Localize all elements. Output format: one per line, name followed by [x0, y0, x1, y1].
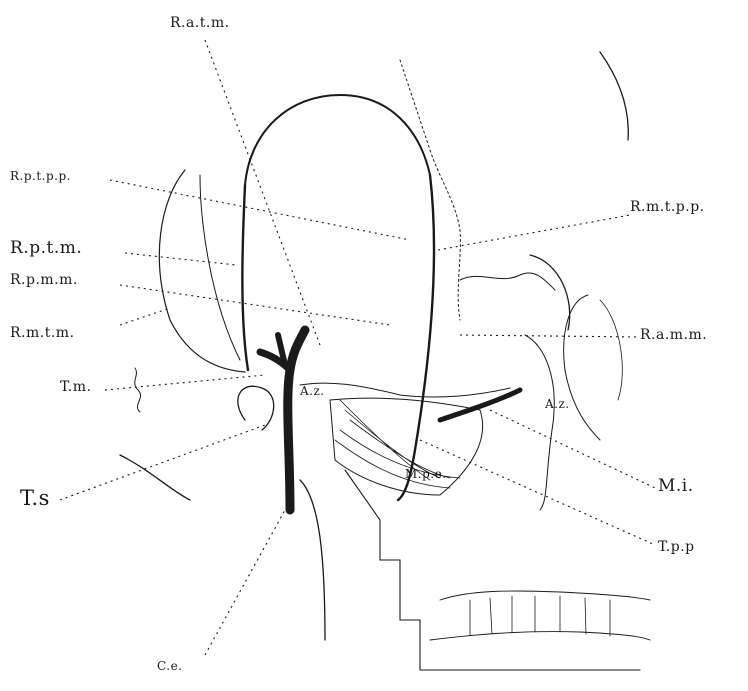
label-r-p-t-m: R.p.t.m. — [10, 240, 82, 257]
leader-c-e — [205, 510, 285, 655]
frontal-wavy — [460, 273, 555, 290]
label-c-e: C.e. — [157, 660, 182, 672]
label-t-p-p: T.p.p — [658, 540, 695, 554]
label-r-p-t-p-p: R.p.t.p.p. — [10, 170, 71, 182]
teeth-row — [440, 591, 650, 600]
leader-r-p-t-p-p — [110, 180, 410, 240]
posterior-branch — [242, 185, 248, 370]
parietal-branch-2 — [200, 175, 240, 360]
orbit-outline — [564, 295, 600, 440]
anterior-branch — [398, 175, 434, 500]
label-r-a-t-m: R.a.t.m. — [170, 16, 230, 30]
leader-t-s — [60, 425, 265, 500]
temporal-loop — [245, 95, 430, 185]
leader-r-p-t-m — [125, 253, 236, 265]
zygomatic-arch — [300, 383, 510, 397]
leader-t-p-p — [420, 440, 655, 545]
leader-r-m-t-m — [120, 308, 170, 325]
label-t-s: T.s — [20, 488, 50, 509]
frontal-vein — [400, 60, 460, 320]
label-m-i: M.i. — [658, 478, 694, 495]
leader-r-p-m-m — [120, 285, 390, 325]
label-r-m-t-p-p: R.m.t.p.p. — [630, 200, 705, 214]
leader-lines — [60, 40, 655, 655]
tooth-marks — [470, 596, 610, 636]
leader-r-a-m-m — [460, 335, 640, 337]
label-m-p-e: M.p.e. — [405, 468, 447, 480]
leader-r-a-t-m — [205, 40, 320, 345]
label-t-m: T.m. — [60, 380, 91, 394]
ear-outline — [238, 386, 274, 430]
skull-outline — [600, 52, 628, 140]
label-r-m-t-m: R.m.t.m. — [10, 326, 75, 340]
neck-line — [120, 455, 190, 500]
left-squiggle — [135, 368, 141, 412]
label-r-a-m-m: R.a.m.m. — [640, 328, 707, 342]
leader-t-m — [105, 375, 265, 390]
zygomatic-contour — [525, 335, 554, 510]
orbit-outline-inner — [600, 300, 622, 400]
teeth-row-lower — [430, 632, 650, 640]
leader-r-m-t-p-p — [438, 215, 630, 250]
label-r-p-m-m: R.p.m.m. — [10, 273, 78, 287]
mandible-line — [345, 470, 640, 670]
jaw-line — [300, 480, 325, 640]
leader-m-i — [490, 410, 655, 488]
label-a-z: A.z. — [300, 385, 325, 397]
forehead-curve — [530, 255, 570, 330]
label-a-z-right: A.z. — [545, 398, 570, 410]
